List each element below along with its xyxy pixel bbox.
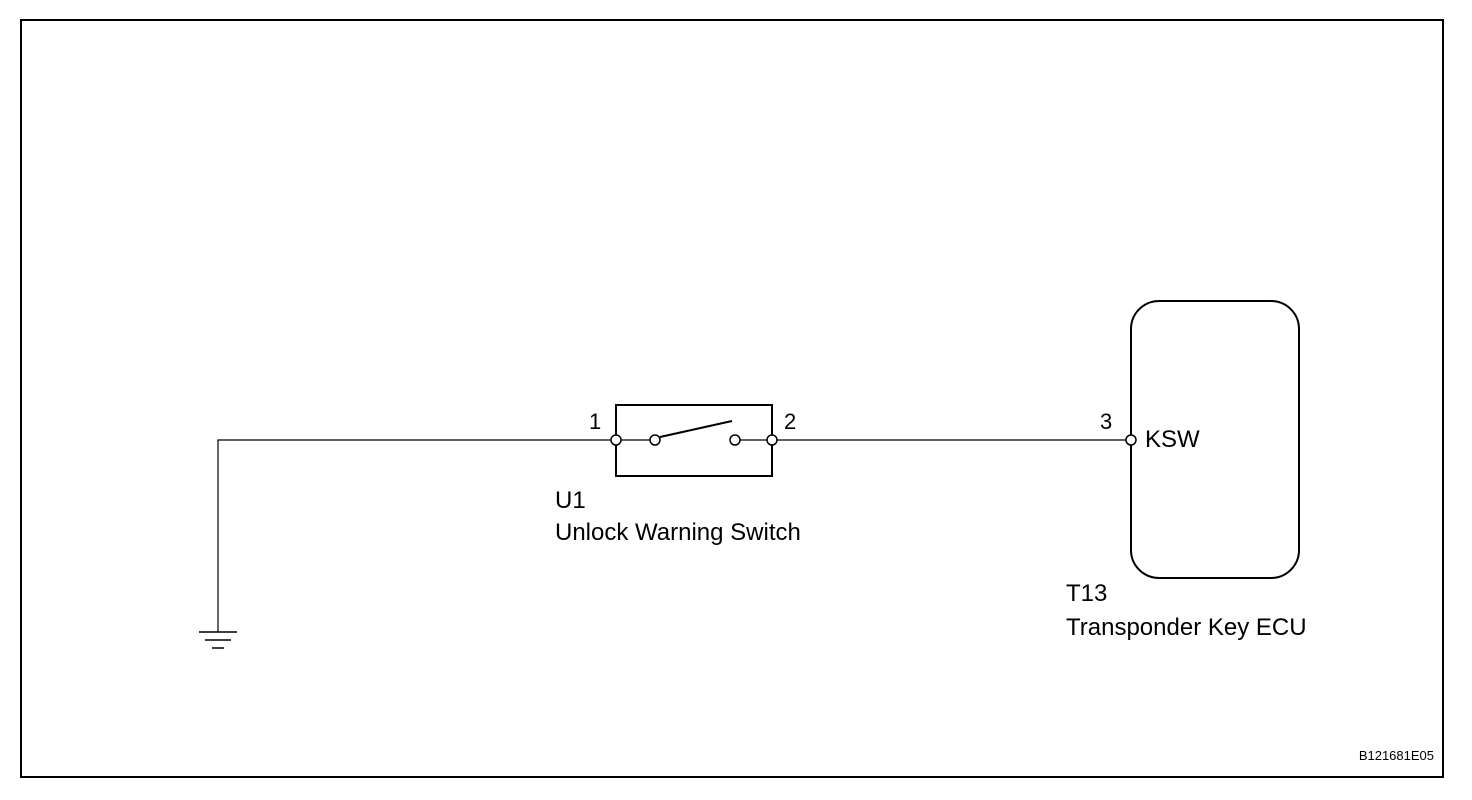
figure-code: B121681E05 bbox=[1359, 748, 1434, 763]
ecu-pin-3-label: 3 bbox=[1100, 409, 1112, 434]
ground-wire bbox=[217, 439, 612, 632]
switch-pin-1-label: 1 bbox=[589, 409, 601, 434]
switch-pivot-contact bbox=[649, 434, 661, 446]
switch-terminal-1 bbox=[610, 434, 622, 446]
ecu-terminal-name: KSW bbox=[1145, 426, 1200, 453]
switch-code: U1 bbox=[555, 487, 586, 514]
diagram-frame bbox=[20, 19, 1444, 778]
switch-blade bbox=[659, 420, 733, 438]
ground-icon bbox=[199, 631, 237, 649]
ecu-terminal-3 bbox=[1125, 434, 1137, 446]
ecu-code: T13 bbox=[1066, 580, 1107, 607]
switch-pin-2-label: 2 bbox=[784, 409, 796, 434]
switch-name: Unlock Warning Switch bbox=[555, 519, 801, 546]
ecu-name: Transponder Key ECU bbox=[1066, 614, 1307, 641]
switch-terminal-2 bbox=[766, 434, 778, 446]
switch-open-contact bbox=[729, 434, 741, 446]
